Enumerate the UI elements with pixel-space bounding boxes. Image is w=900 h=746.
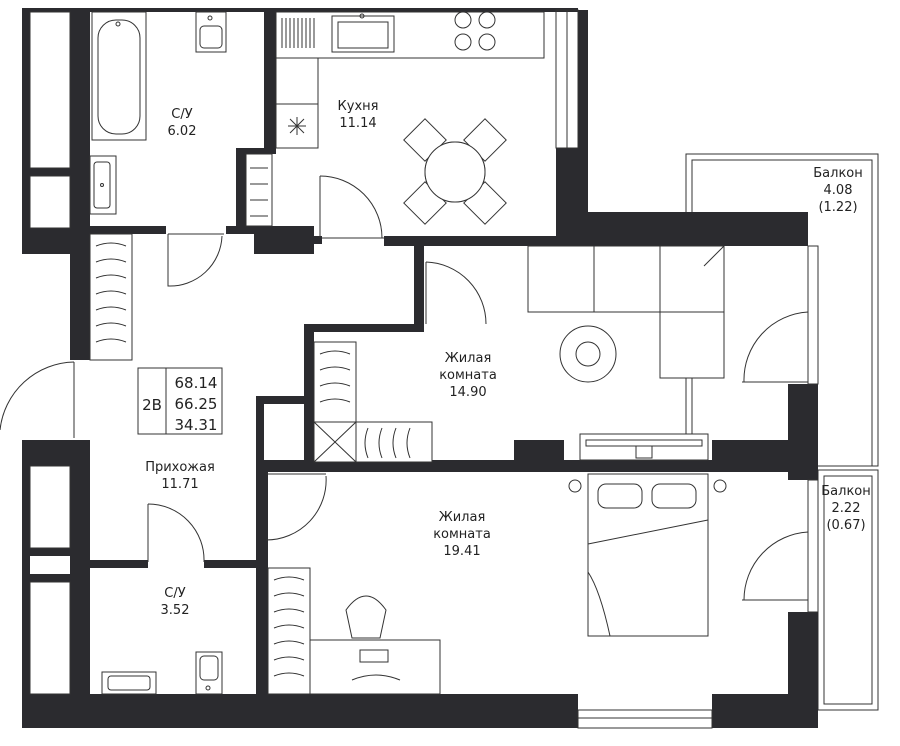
bathtub: [91, 11, 147, 141]
sink-bottom: [101, 671, 157, 695]
room-name-line1: Жилая: [439, 510, 486, 525]
legend-living-area: 34.31: [175, 416, 218, 434]
legend-area-2: 66.25: [175, 395, 218, 413]
room-name: С/У: [171, 107, 192, 122]
room-area: 11.14: [339, 116, 376, 131]
round-rug: [559, 325, 617, 383]
legend-total-area: 68.14: [175, 374, 218, 392]
tv-stand-1: [579, 433, 709, 461]
wardrobe-living1: [313, 341, 433, 463]
room-bath-top: С/У 6.02: [168, 107, 197, 139]
room-living-1: Жилая комната 14.90: [439, 351, 497, 400]
room-balcony-bottom: Балкон 2.22 (0.67): [821, 484, 871, 533]
kitchen-counter: [275, 11, 545, 149]
wardrobe-living2: [267, 567, 311, 695]
room-kitchen: Кухня 11.14: [338, 99, 379, 131]
room-area: 6.02: [168, 124, 197, 139]
room-area: 4.08: [824, 183, 853, 198]
room-name-line2: комната: [433, 527, 491, 542]
room-area: 3.52: [161, 603, 190, 618]
sink-top: [89, 155, 117, 215]
wardrobe-hall: [89, 233, 133, 361]
bed: [568, 473, 727, 637]
room-name: С/У: [164, 586, 185, 601]
room-area: 2.22: [832, 501, 861, 516]
room-area: 14.90: [449, 385, 486, 400]
desk: [309, 595, 441, 695]
room-living-2: Жилая комната 19.41: [433, 510, 491, 559]
sofa: [527, 245, 725, 379]
room-area: 19.41: [443, 544, 480, 559]
room-balcony-top: Балкон 4.08 (1.22): [813, 166, 863, 215]
room-bath-bottom: С/У 3.52: [161, 586, 190, 618]
room-note: (1.22): [818, 200, 857, 215]
dining-table: [403, 118, 507, 225]
room-name: Прихожая: [145, 460, 215, 475]
walls: [22, 8, 818, 728]
room-name-line1: Жилая: [445, 351, 492, 366]
washer-shelves: [245, 153, 273, 227]
toilet-bottom: [195, 651, 223, 695]
room-name: Кухня: [338, 99, 379, 114]
toilet-top: [195, 11, 227, 53]
room-name-line2: комната: [439, 368, 497, 383]
legend-type: 2В: [142, 396, 162, 414]
room-note: (0.67): [826, 518, 865, 533]
room-hall: Прихожая 11.71: [145, 460, 215, 492]
room-name: Балкон: [813, 166, 863, 181]
windows: [29, 9, 819, 729]
doors: [0, 175, 809, 601]
room-name: Балкон: [821, 484, 871, 499]
apartment-legend: 2В 68.14 66.25 34.31: [137, 367, 223, 435]
room-area: 11.71: [161, 477, 198, 492]
